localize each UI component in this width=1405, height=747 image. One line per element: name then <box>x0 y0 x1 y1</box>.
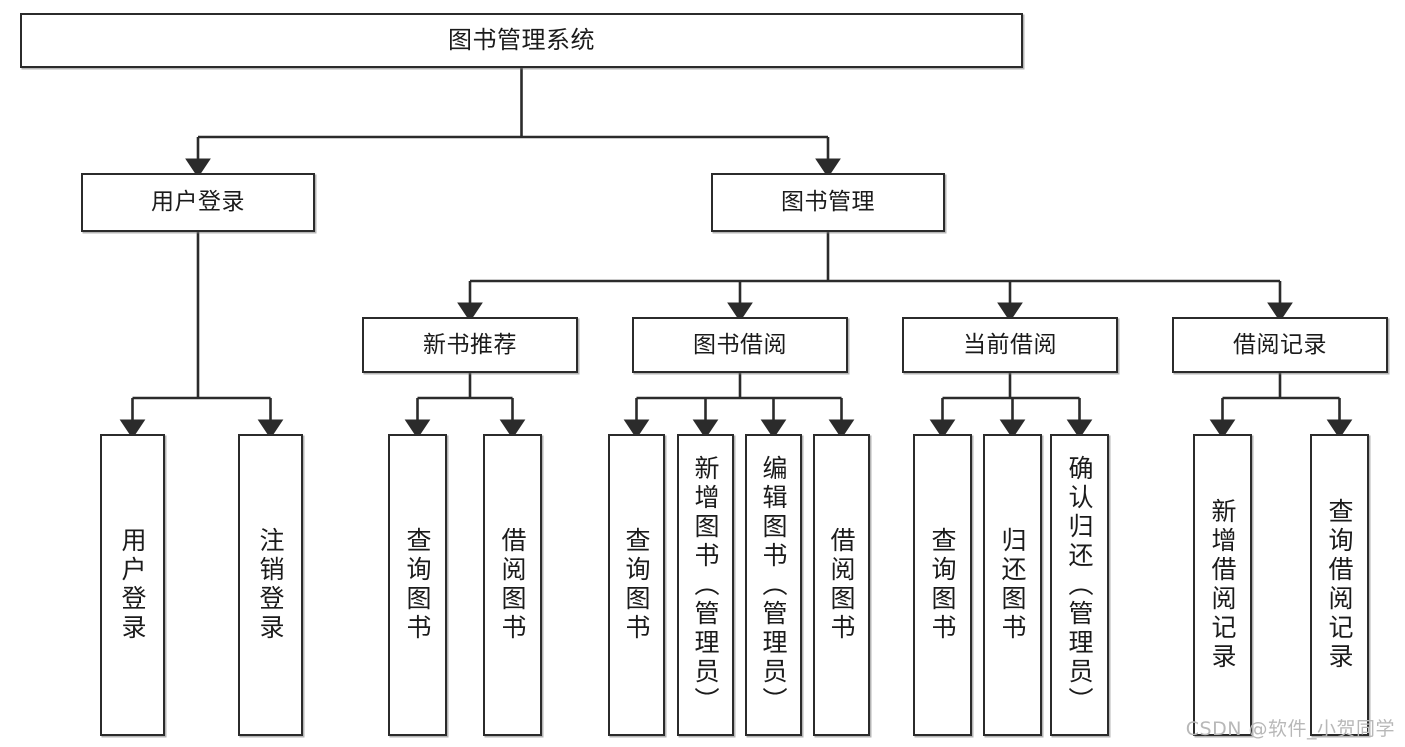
node-label: 图书管理系统 <box>448 25 595 54</box>
node-l_bk_add[interactable]: 新增图书（管理员） <box>677 434 734 736</box>
node-label: 新增借阅记录 <box>1208 498 1237 672</box>
node-l_nb_query[interactable]: 查询图书 <box>388 434 447 736</box>
node-label: 用户登录 <box>118 527 147 643</box>
node-l_cu_return[interactable]: 归还图书 <box>983 434 1042 736</box>
node-label: 借阅记录 <box>1233 331 1327 358</box>
node-label: 编辑图书（管理员） <box>759 454 788 716</box>
node-label: 借阅图书 <box>498 527 527 643</box>
node-label: 图书管理 <box>781 189 875 216</box>
node-l_logout[interactable]: 注销登录 <box>238 434 303 736</box>
node-label: 查询图书 <box>622 527 651 643</box>
node-label: 借阅图书 <box>827 527 856 643</box>
node-label: 查询借阅记录 <box>1325 498 1354 672</box>
node-l_bk_edit[interactable]: 编辑图书（管理员） <box>745 434 802 736</box>
node-l_login[interactable]: 用户登录 <box>100 434 165 736</box>
node-label: 查询图书 <box>403 527 432 643</box>
node-label: 新书推荐 <box>423 331 517 358</box>
node-borrow[interactable]: 图书借阅 <box>632 317 848 373</box>
node-l_cu_confirm[interactable]: 确认归还（管理员） <box>1050 434 1109 736</box>
node-bookmgmt[interactable]: 图书管理 <box>711 173 945 232</box>
node-l_rc_add[interactable]: 新增借阅记录 <box>1193 434 1252 736</box>
node-label: 注销登录 <box>256 527 285 643</box>
csdn-watermark: CSDN @软件_小贺同学 <box>1185 718 1395 740</box>
node-label: 确认归还（管理员） <box>1065 454 1094 716</box>
node-label: 新增图书（管理员） <box>691 454 720 716</box>
node-root[interactable]: 图书管理系统 <box>20 13 1023 68</box>
node-login[interactable]: 用户登录 <box>81 173 315 232</box>
node-l_rc_query[interactable]: 查询借阅记录 <box>1310 434 1369 736</box>
node-records[interactable]: 借阅记录 <box>1172 317 1388 373</box>
node-l_nb_borrow[interactable]: 借阅图书 <box>483 434 542 736</box>
node-current[interactable]: 当前借阅 <box>902 317 1118 373</box>
node-l_bk_query[interactable]: 查询图书 <box>608 434 665 736</box>
node-label: 图书借阅 <box>693 331 787 358</box>
node-label: 归还图书 <box>998 527 1027 643</box>
node-label: 查询图书 <box>928 527 957 643</box>
node-l_cu_query[interactable]: 查询图书 <box>913 434 972 736</box>
node-l_bk_lend[interactable]: 借阅图书 <box>813 434 870 736</box>
node-label: 当前借阅 <box>963 331 1057 358</box>
node-label: 用户登录 <box>151 189 245 216</box>
node-newbook[interactable]: 新书推荐 <box>362 317 578 373</box>
